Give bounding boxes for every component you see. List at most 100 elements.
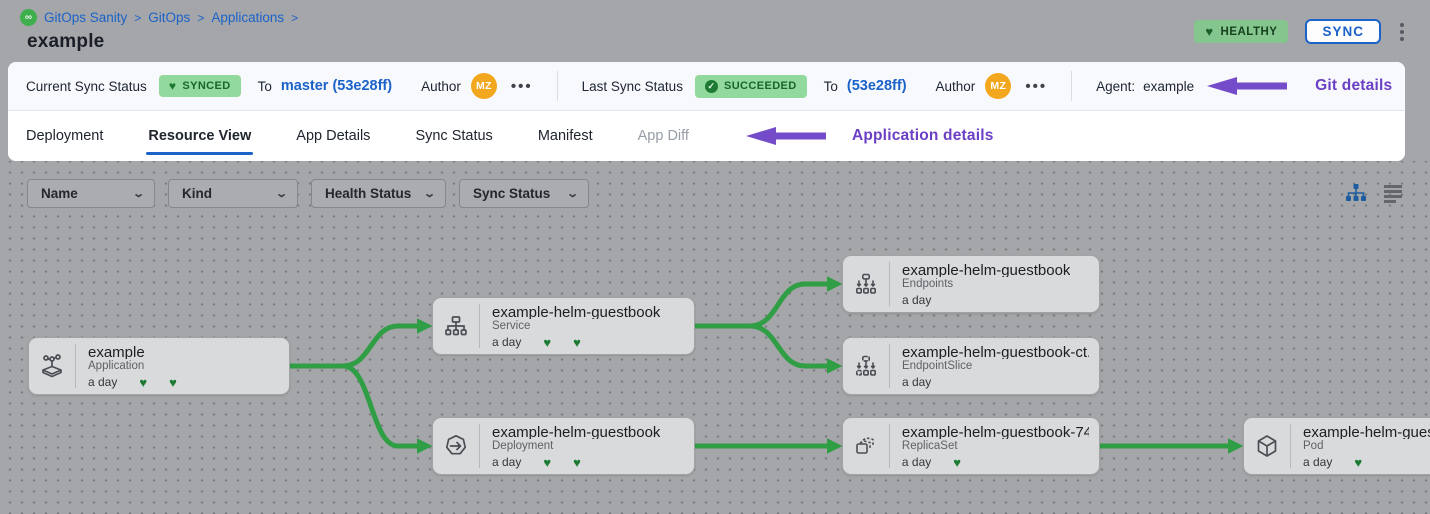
tab-manifest[interactable]: Manifest (537, 128, 593, 144)
resource-node-endpointslice[interactable]: example-helm-guestbook-ct... EndpointSli… (842, 337, 1100, 395)
health-badge-label: HEALTHY (1220, 25, 1278, 38)
node-title: example-helm-guestbook (492, 304, 661, 320)
node-age: a day (492, 455, 522, 469)
node-age: a day (492, 335, 522, 349)
breadcrumb-item-account[interactable]: GitOps Sanity (44, 10, 128, 25)
resource-node-service[interactable]: example-helm-guestbook Service a day ♥ ♥ (432, 297, 695, 355)
replicaset-icon (843, 418, 889, 474)
chevron-down-icon: ⌄ (131, 188, 145, 200)
edge-service-endpoints (692, 276, 843, 329)
author-avatar[interactable]: MZ (985, 73, 1012, 99)
resource-node-pod[interactable]: example-helm-guestbook Pod a day ♥ (1243, 417, 1430, 475)
top-actions: ♥ HEALTHY SYNC (1194, 19, 1406, 44)
to-label: To (257, 78, 272, 94)
current-revision-link[interactable]: master (53e28ff) (280, 78, 393, 94)
application-icon (29, 338, 75, 394)
breadcrumb-separator: > (291, 10, 299, 25)
gitops-logo-icon: ∞ (20, 9, 37, 26)
resource-node-application[interactable]: example Application a day ♥ ♥ (28, 337, 290, 395)
health-heart-icon: ♥ (573, 454, 581, 470)
sync-button[interactable]: SYNC (1305, 19, 1381, 44)
git-details-annotation: Git details (1315, 77, 1393, 94)
view-toggles (1345, 182, 1404, 204)
health-heart-icon: ♥ (953, 454, 961, 470)
author-avatar[interactable]: MZ (470, 73, 497, 99)
agent-segment: Agent: example Git details (1096, 76, 1392, 96)
node-kind: Application (88, 360, 145, 373)
filter-kind-dropdown[interactable]: Kind ⌄ (168, 179, 298, 208)
more-options-icon[interactable]: ••• (510, 77, 533, 95)
succeeded-badge: ✓ SUCCEEDED (694, 74, 807, 98)
tree-graph-view-icon[interactable] (1345, 182, 1367, 204)
tab-deployment[interactable]: Deployment (26, 128, 104, 144)
node-title: example-helm-guestbook (492, 424, 661, 440)
annotation-arrow-left-icon (1207, 77, 1288, 95)
app-header-card: Current Sync Status ♥ SYNCED To master (… (8, 62, 1405, 161)
filter-sync-status-dropdown[interactable]: Sync Status ⌄ (459, 179, 589, 208)
last-revision-link[interactable]: (53e28ff) (846, 78, 907, 94)
breadcrumb: ∞ GitOps Sanity > GitOps > Applications … (20, 9, 298, 26)
heart-icon: ♥ (1205, 24, 1214, 39)
breadcrumb-item-applications[interactable]: Applications (211, 10, 285, 25)
heart-icon: ♥ (168, 79, 177, 93)
endpoints-icon (843, 256, 889, 312)
author-label: Author (421, 78, 461, 94)
chevron-down-icon: ⌄ (422, 188, 436, 200)
chevron-down-icon: ⌄ (565, 188, 579, 200)
node-age: a day (88, 375, 118, 389)
kebab-menu-icon[interactable] (1398, 21, 1406, 43)
pod-icon (1244, 418, 1290, 474)
filter-health-label: Health Status (325, 186, 412, 201)
page-title: example (27, 31, 105, 52)
health-status-badge: ♥ HEALTHY (1194, 20, 1289, 43)
application-details-annotation-group: Application details (745, 111, 994, 161)
check-circle-icon: ✓ (704, 79, 718, 93)
to-label: To (823, 78, 838, 94)
node-title: example-helm-guestbook-74... (901, 424, 1089, 440)
node-age: a day (902, 293, 932, 307)
node-age: a day (901, 455, 932, 469)
resource-node-endpoints[interactable]: example-helm-guestbook Endpoints a day (842, 255, 1100, 313)
synced-badge: ♥ SYNCED (158, 75, 241, 97)
filter-health-status-dropdown[interactable]: Health Status ⌄ (311, 179, 446, 208)
filter-bar: Name ⌄ Kind ⌄ Health Status ⌄ Sync Statu… (27, 179, 589, 208)
tab-app-diff[interactable]: App Diff (637, 128, 689, 144)
agent-value: example (1143, 78, 1195, 94)
node-title: example-helm-guestbook (1303, 424, 1430, 440)
current-sync-status-label: Current Sync Status (26, 78, 147, 94)
node-kind: Service (492, 320, 531, 333)
health-heart-icon: ♥ (139, 374, 148, 390)
service-icon (433, 298, 479, 354)
edge-service-endpointslice (692, 323, 843, 374)
annotation-arrow-left-icon (745, 127, 826, 145)
filter-name-dropdown[interactable]: Name ⌄ (27, 179, 155, 208)
health-heart-icon: ♥ (543, 334, 552, 350)
node-kind: Endpoints (902, 278, 954, 291)
node-kind: ReplicaSet (901, 440, 958, 453)
node-title: example-helm-guestbook (902, 262, 1071, 278)
tab-resource-view[interactable]: Resource View (146, 111, 254, 161)
tab-sync-status[interactable]: Sync Status (415, 128, 493, 144)
edge-example-deployment (287, 363, 433, 454)
filter-sync-label: Sync Status (473, 186, 551, 201)
current-sync-status-segment: Current Sync Status ♥ SYNCED To master (… (26, 73, 533, 99)
divider (556, 71, 558, 101)
node-title: example (88, 344, 145, 360)
deployment-icon (433, 418, 479, 474)
last-sync-status-label: Last Sync Status (581, 78, 683, 94)
list-view-icon[interactable] (1382, 183, 1404, 203)
chevron-down-icon: ⌄ (274, 188, 288, 200)
sync-status-bar: Current Sync Status ♥ SYNCED To master (… (8, 62, 1405, 111)
tab-app-details[interactable]: App Details (296, 128, 371, 144)
breadcrumb-item-gitops[interactable]: GitOps (148, 10, 191, 25)
top-header: ∞ GitOps Sanity > GitOps > Applications … (0, 0, 1430, 62)
more-options-icon[interactable]: ••• (1025, 77, 1048, 95)
resource-node-deployment[interactable]: example-helm-guestbook Deployment a day … (432, 417, 695, 475)
health-heart-icon: ♥ (169, 374, 177, 390)
last-sync-status-segment: Last Sync Status ✓ SUCCEEDED To (53e28ff… (582, 73, 1047, 99)
resource-graph-canvas[interactable]: Name ⌄ Kind ⌄ Health Status ⌄ Sync Statu… (0, 161, 1430, 514)
filter-kind-label: Kind (182, 186, 212, 201)
node-title: example-helm-guestbook-ct... (901, 344, 1089, 360)
health-heart-icon: ♥ (1354, 454, 1363, 470)
resource-node-replicaset[interactable]: example-helm-guestbook-74... ReplicaSet … (842, 417, 1100, 475)
